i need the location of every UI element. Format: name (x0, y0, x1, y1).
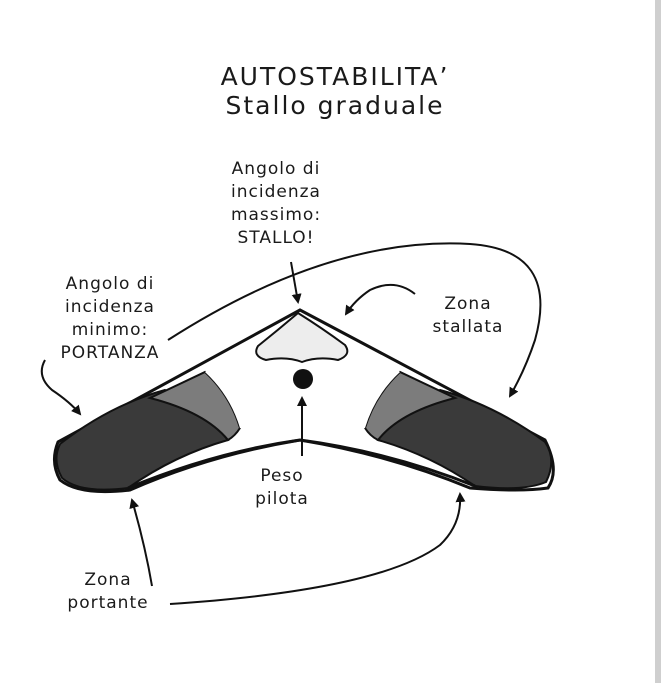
label-min-angle: Angolo di incidenza minimo: PORTANZA (60, 274, 160, 363)
wing-inner-left (205, 341, 302, 440)
pilot-weight-dot (293, 369, 313, 389)
transition-zone-left (147, 370, 242, 442)
arrow-max-angle (290, 261, 302, 304)
stall-zone (255, 311, 349, 364)
arrow-portanza-right (167, 242, 542, 398)
arrow-lift-left (129, 498, 153, 587)
scan-edge-shadow (655, 0, 661, 683)
label-stalled-zone: Zona stallata (432, 294, 504, 337)
arrow-lift-right (169, 492, 466, 605)
label-max-angle: Angolo di incidenza massimo: STALLO! (230, 159, 322, 248)
transition-zone-right (363, 370, 458, 442)
diagram-title: AUTOSTABILITA’ (220, 62, 450, 91)
arrow-stalled-zone (344, 283, 416, 316)
diagram-subtitle: Stallo graduale (225, 91, 445, 120)
wing-inner-right (302, 340, 400, 440)
label-lift-zone: Zona portante (67, 570, 149, 613)
label-pilot-weight: Peso pilota (255, 466, 309, 509)
lift-zone-left (55, 388, 230, 491)
arrow-min-angle (40, 359, 82, 416)
lift-zone-right (376, 388, 553, 490)
wing-keel-line (127, 438, 476, 490)
